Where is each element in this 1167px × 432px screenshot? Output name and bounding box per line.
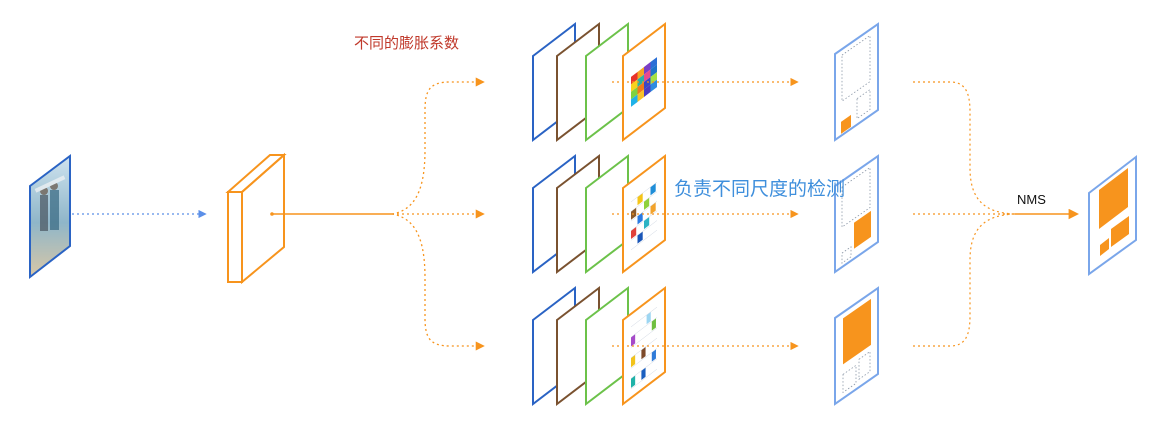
- dilation-rates-label: 不同的膨胀系数: [354, 34, 460, 52]
- people-silhouette: [34, 175, 66, 231]
- grid-cell: [631, 334, 636, 347]
- prediction-card-small-dilation: [834, 22, 879, 142]
- input-image: [29, 154, 71, 280]
- grid-cell: [644, 62, 651, 75]
- grid-cell: [650, 64, 657, 78]
- grid-cell: [637, 67, 644, 80]
- dashed-box: [858, 350, 871, 381]
- branch-curves: [391, 77, 485, 351]
- feature-stack-small-dilation: [532, 21, 666, 143]
- grid-line: [630, 368, 658, 390]
- grid-line: [630, 337, 658, 359]
- grid-line: [630, 229, 658, 251]
- grid-cell: [637, 82, 644, 95]
- card-frame: [834, 154, 879, 274]
- grid-line: [630, 201, 658, 222]
- grid-cell: [631, 79, 638, 92]
- grid-cell: [644, 77, 651, 90]
- dashed-box: [841, 34, 871, 102]
- grid-line: [630, 306, 658, 328]
- grid-cell: [650, 57, 657, 70]
- grid-cell: [637, 74, 644, 87]
- nms-label: NMS: [1017, 192, 1046, 207]
- grid-cell: [631, 86, 638, 100]
- grid-line: [630, 191, 658, 212]
- final-output-card: [1088, 154, 1137, 276]
- stack-to-card-arrows: [612, 77, 799, 351]
- card-frame: [834, 22, 879, 142]
- grid-cell: [651, 349, 656, 362]
- grid-line: [630, 327, 658, 348]
- grid-cell: [644, 69, 651, 82]
- grid-cell: [651, 318, 656, 331]
- detected-box: [854, 210, 871, 249]
- grid-cell: [646, 311, 651, 325]
- grid-cell: [631, 94, 638, 107]
- grid-cell: [644, 84, 651, 97]
- dashed-box: [841, 166, 871, 228]
- merge-curves: [913, 81, 1016, 347]
- grid-line: [630, 220, 658, 241]
- prediction-card-large-dilation: [834, 286, 879, 406]
- detected-box: [843, 298, 871, 365]
- grid-cell: [631, 354, 636, 368]
- grid-cell: [631, 375, 636, 388]
- dashed-box: [842, 364, 857, 394]
- grid-cell: [641, 367, 646, 380]
- grid-line: [630, 181, 658, 203]
- feature-stack-large-dilation: [532, 285, 666, 407]
- feature-stack-medium-dilation: [532, 153, 666, 275]
- backbone-block: [225, 152, 287, 285]
- scale-detection-label: 负责不同尺度的检测: [674, 178, 846, 200]
- grid-line: [630, 348, 658, 369]
- detected-box: [841, 114, 851, 134]
- grid-cell: [631, 71, 638, 85]
- grid-cell: [650, 79, 657, 93]
- grid-cell: [641, 346, 646, 360]
- grid-line: [630, 317, 658, 338]
- grid-cell: [637, 89, 644, 102]
- dashed-box: [841, 246, 852, 264]
- prediction-card-medium-dilation: [834, 154, 879, 274]
- grid-line: [630, 358, 658, 379]
- dashed-box: [856, 88, 871, 120]
